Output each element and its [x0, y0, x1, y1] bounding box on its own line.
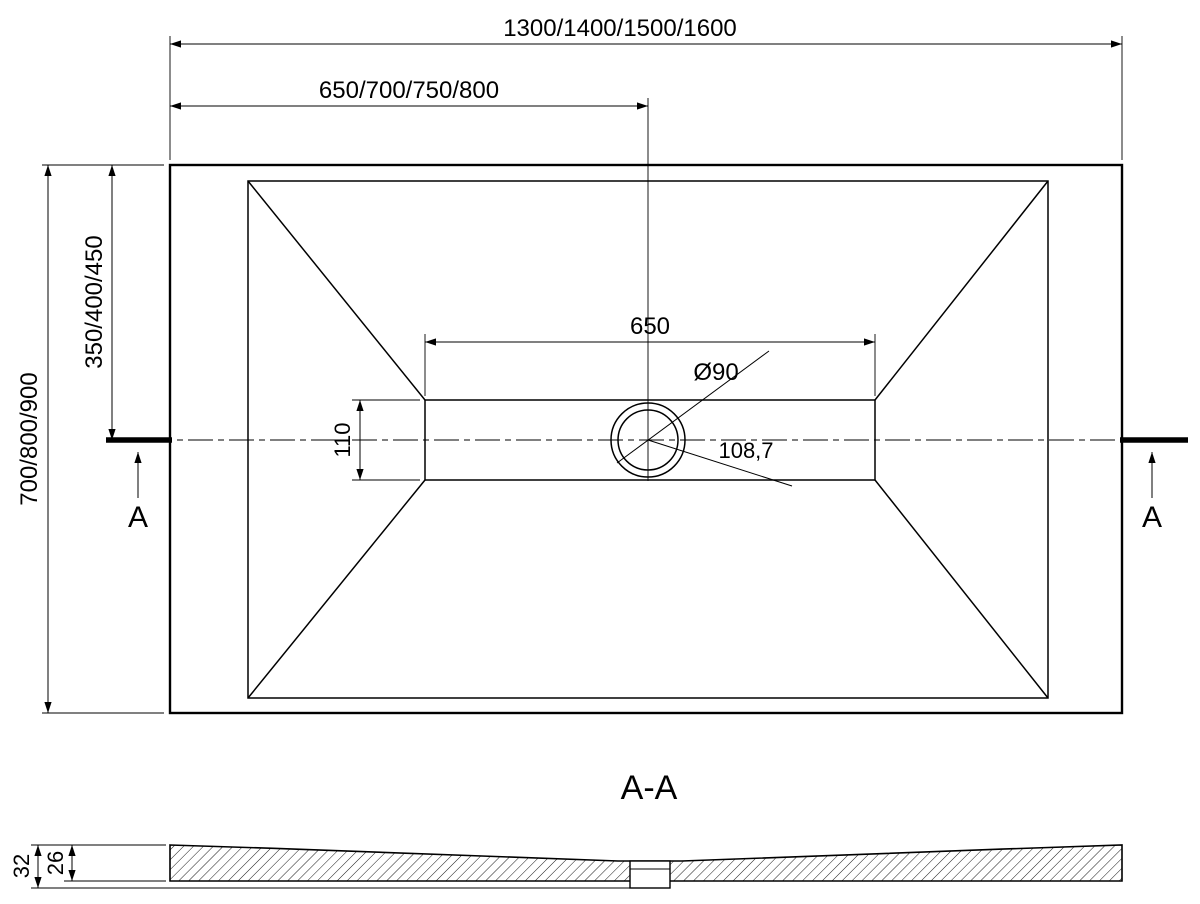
section-cut-marks: A A [106, 437, 1188, 534]
drain-outer-circle [610, 402, 686, 478]
top-view: A A [106, 98, 1188, 715]
slope-line-bottom-right [874, 479, 1049, 699]
slope-line-top-right [874, 180, 1049, 401]
slope-line-top-left [247, 180, 426, 401]
slope-diagonals [247, 180, 1049, 699]
section-dimensions: 32 26 [9, 844, 630, 889]
dim-drain-detail-label: 108,7 [718, 438, 773, 463]
drain-diameter-leader [616, 350, 770, 464]
tray-outer-edge [168, 163, 1124, 715]
dim-drain-from-left-label: 650/700/750/800 [319, 77, 499, 104]
dim-channel-width-label: 110 [330, 422, 355, 457]
drain-leader-lines [616, 350, 793, 487]
dim-channel-length-label: 650 [630, 313, 670, 340]
section-view: A-A 32 26 [9, 769, 1123, 889]
dim-overall-width-label: 1300/1400/1500/1600 [503, 15, 737, 42]
section-marker-left-label: A [128, 501, 148, 534]
section-marker-right-label: A [1142, 501, 1162, 534]
dim-overall-depth-label: 700/800/900 [16, 372, 43, 505]
dim-tray-thickness-label: 26 [43, 851, 68, 875]
extension-lines [42, 36, 1123, 714]
drain-inner-circle [617, 409, 679, 471]
dim-total-height-label: 32 [9, 854, 34, 878]
slope-line-bottom-left [247, 479, 426, 699]
top-view-dimensions: 1300/1400/1500/1600 650/700/750/800 700/… [16, 15, 1123, 714]
drain-outlet-section [629, 860, 671, 889]
dim-drain-from-top-label: 350/400/450 [81, 235, 108, 368]
dim-drain-diameter-label: Ø90 [693, 359, 738, 386]
drain-detail-leader [647, 439, 793, 487]
section-title: A-A [621, 769, 678, 807]
